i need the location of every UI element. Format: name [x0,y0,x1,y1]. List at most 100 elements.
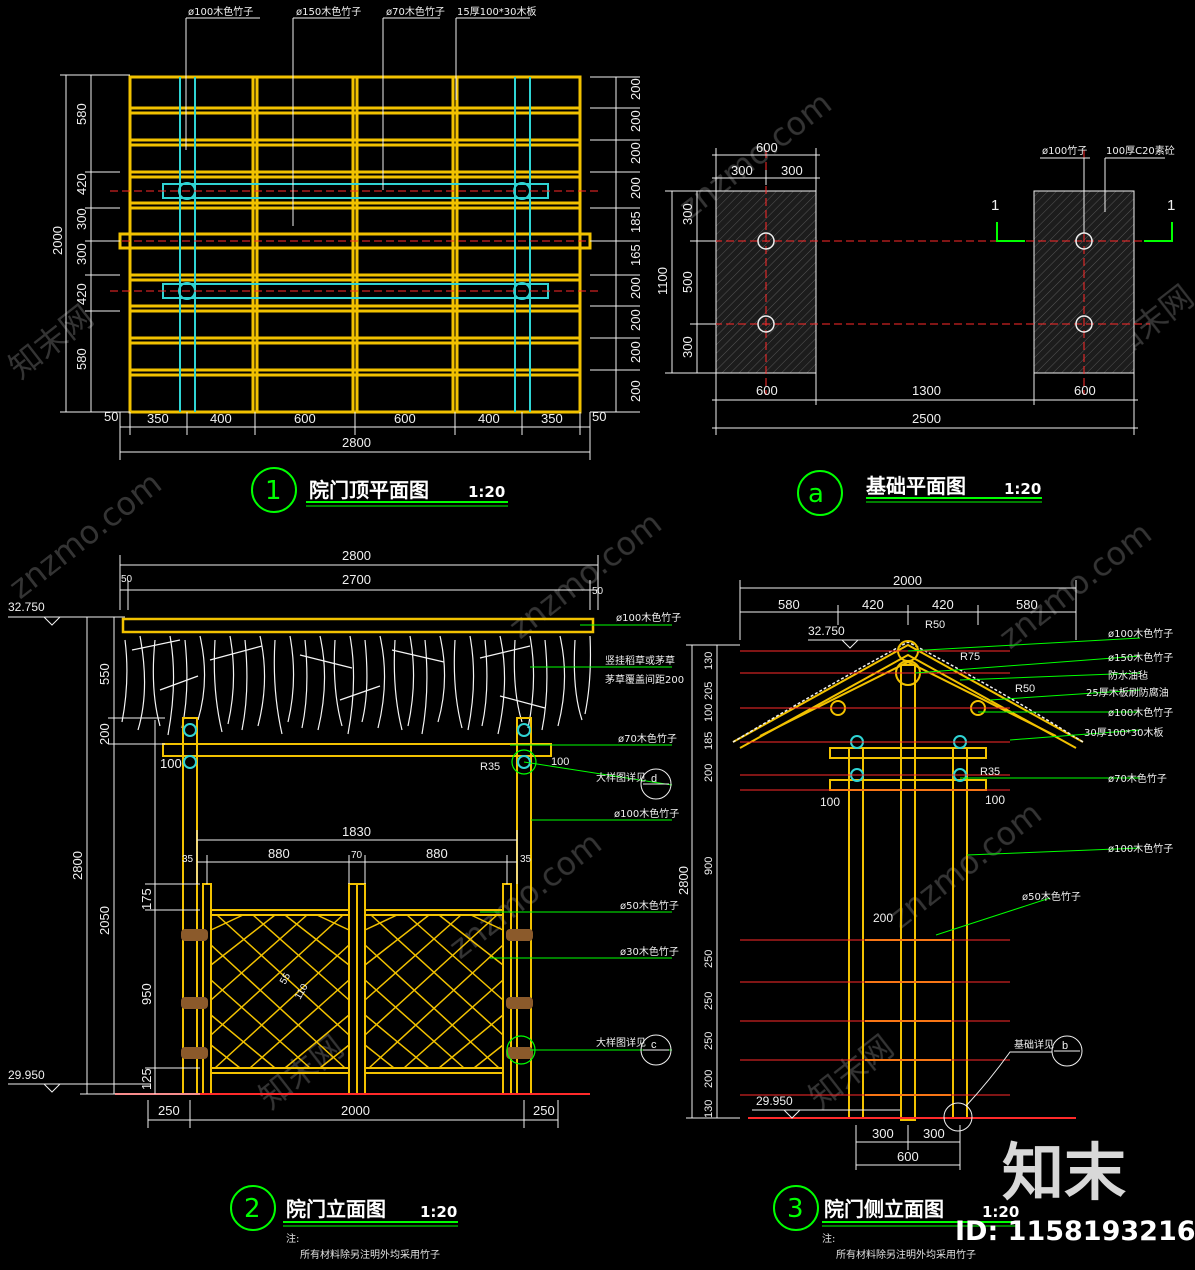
section-mark-right: 1 [1167,197,1175,214]
side-elevation-bottom: 29.950 [756,1094,793,1108]
side-callout: 基础详见 [1014,1038,1054,1051]
side-dim-small: R50 [1015,683,1035,695]
front-callout: ø100木色竹子 [614,807,679,820]
front-dim-left: 200 [97,723,112,745]
front-dim-top: 2800 [342,548,371,563]
foundation-number: a [808,479,824,509]
side-dim-left: 900 [703,857,715,875]
side-dim-left: 250 [703,992,715,1010]
front-callout: 大样图详见 [596,1036,646,1049]
plan-dim-left: 420 [74,173,89,195]
plan-title: 院门顶平面图 [309,478,429,502]
plan-number: 1 [265,476,282,506]
side-dim-left: 250 [703,950,715,968]
plan-dim-left-total: 2000 [50,226,65,255]
front-callout: ø30木色竹子 [620,945,679,958]
side-scale: 1:20 [982,1203,1019,1221]
front-elevation-bottom: 29.950 [8,1068,45,1082]
plan-label-board: 15厚100*30木板 [457,5,537,18]
plan-dim-left: 580 [74,348,89,370]
front-dim-left: 950 [139,983,154,1005]
front-callout: 竖挂稻草或茅草 [605,654,675,667]
side-dim-bottom: 600 [897,1149,919,1164]
plan-dim-right: 200 [628,142,643,164]
plan-dim-left: 580 [74,103,89,125]
side-dim-top: 2000 [893,573,922,588]
side-note-head: 注: [822,1232,835,1245]
front-callout: ø50木色竹子 [620,899,679,912]
foundation-dim-left: 300 [680,336,695,358]
front-dim-bottom: 2000 [341,1103,370,1118]
side-dim-left: 200 [703,1070,715,1088]
side-dim-top: 420 [932,597,954,612]
front-elevation-drawing: 2800 2700 50 50 [8,548,684,1261]
plan-dim-bottom: 400 [210,411,232,426]
side-number-circle [773,1185,819,1231]
plan-dim-right: 200 [628,277,643,299]
foundation-dim-left-total: 1100 [655,267,670,295]
watermark-id: ID: 1158193216 [955,1216,1195,1247]
front-callout: 茅草覆盖间距200 [605,673,684,686]
plan-dim-bottom: 50 [104,409,118,424]
side-callout: ø150木色竹子 [1108,651,1173,664]
front-dim-top: 50 [121,574,133,585]
front-dim-outer: 2050 [97,906,112,935]
foundation-label-concrete: 100厚C20素砼 [1106,144,1175,157]
side-callout: ø100木色竹子 [1108,706,1173,719]
foundation-label-bamboo: ø100竹子 [1042,144,1087,157]
side-number: 3 [787,1194,804,1224]
side-dim-left: 130 [703,1100,715,1118]
front-dim-left: 175 [139,888,154,910]
front-dim-left: 100 [160,756,182,771]
front-detail-mark: c [651,1039,657,1051]
front-note: 所有材料除另注明外均采用竹子 [300,1248,440,1261]
front-dim-bottom: 250 [158,1103,180,1118]
foundation-dim-bottom-total: 2500 [912,411,941,426]
foundation-dim-top: 300 [781,163,803,178]
side-callout: ø50木色竹子 [1022,890,1081,903]
front-dim-left: 125 [139,1068,154,1090]
plan-right-dimension-lines [590,76,640,413]
side-callout: 防水油毡 [1108,669,1148,682]
roof-plan-drawing: ø100木色竹子 ø150木色竹子 ø70木色竹子 15厚100*30木板 58… [50,5,643,513]
front-title: 院门立面图 [286,1197,386,1221]
roof-plan-axes [110,190,600,292]
side-dim-bottom: 300 [923,1126,945,1141]
roof-plan-leaders [185,17,530,226]
plan-dim-bottom-total: 2800 [342,435,371,450]
front-dim-small: 55 [278,971,293,987]
side-dim-top: 580 [1016,597,1038,612]
plan-dim-bottom: 350 [147,411,169,426]
side-dim-small: 200 [873,911,893,925]
front-dim-small: R35 [480,761,500,773]
foundation-title: 基础平面图 [866,474,966,498]
front-dim-outer: 2800 [70,851,85,880]
plan-left-dimension-lines [60,74,130,413]
foundation-dim-bottom: 600 [756,383,778,398]
plan-label-bamboo-100: ø100木色竹子 [188,5,253,18]
plan-dim-right: 200 [628,380,643,402]
plan-number-circle [251,467,297,513]
foundation-dim-top: 600 [756,140,778,155]
foundation-dim-left: 300 [680,203,695,225]
foundation-dim-top: 300 [731,163,753,178]
side-callout: 30厚100*30木板 [1084,726,1164,739]
side-dim-left: 100 [703,704,715,722]
side-dim-bottom: 300 [872,1126,894,1141]
section-mark-left: 1 [991,197,999,214]
front-dim-gate: 1830 [342,824,371,839]
plan-dim-right: 185 [628,211,643,233]
side-dim-left: 185 [703,732,715,750]
plan-dim-bottom: 350 [541,411,563,426]
plan-dim-left: 300 [74,208,89,230]
front-detail-mark: d [651,773,657,785]
plan-dim-right: 200 [628,78,643,100]
side-dim-left: 200 [703,764,715,782]
front-dim-top: 2700 [342,572,371,587]
plan-dim-bottom: 50 [592,409,606,424]
front-dim-gate: 880 [426,846,448,861]
foundation-dim-bottom: 600 [1074,383,1096,398]
side-dim-small: 100 [820,795,840,809]
plan-dim-right: 165 [628,244,643,266]
